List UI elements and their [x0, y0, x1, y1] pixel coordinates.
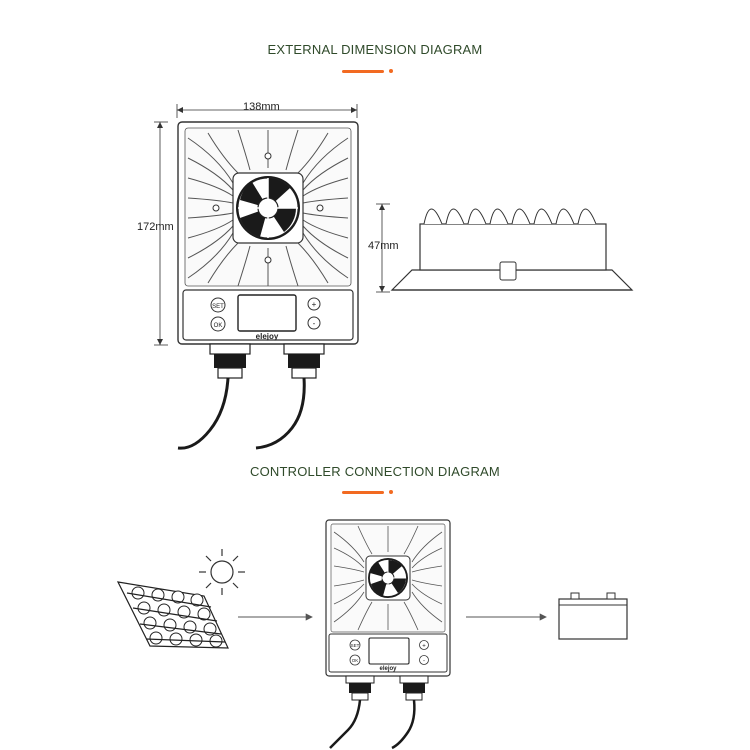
- fan-icon: [212, 152, 324, 264]
- svg-text:+: +: [312, 300, 317, 309]
- cable-gland-left: [177, 343, 251, 450]
- height-dimension-line: [154, 121, 168, 346]
- svg-text:OK: OK: [352, 658, 359, 663]
- depth-dimension-line: [376, 203, 390, 293]
- height-label: 172mm: [137, 221, 174, 233]
- battery-icon: [558, 592, 628, 640]
- controller-side-view: [390, 208, 634, 291]
- connection-section-title: CONTROLLER CONNECTION DIAGRAM: [250, 464, 500, 479]
- controller-small: SET OK + - elejoy: [325, 519, 451, 750]
- ok-button: OK: [214, 323, 223, 329]
- svg-text:-: -: [423, 659, 425, 665]
- title-accent-bar-2: [342, 491, 384, 494]
- set-button: SET: [212, 304, 224, 310]
- sun-icon: [199, 549, 245, 595]
- title-accent-bar: [342, 70, 384, 73]
- title-accent-dot: [389, 69, 393, 73]
- svg-text:-: -: [313, 319, 316, 328]
- svg-text:SET: SET: [351, 643, 360, 648]
- svg-text:elejoy: elejoy: [379, 666, 397, 672]
- controller-front-view: SET OK + - elejoy: [177, 121, 359, 450]
- cable-gland-right: [255, 343, 325, 450]
- title-accent-dot-2: [389, 490, 393, 494]
- solar-panel-icon: [116, 581, 229, 649]
- svg-text:+: +: [422, 644, 426, 650]
- depth-label: 47mm: [368, 240, 399, 252]
- width-dimension-line: [176, 104, 358, 118]
- dimension-section-title: EXTERNAL DIMENSION DIAGRAM: [267, 42, 483, 57]
- brand-logo: elejoy: [256, 332, 279, 341]
